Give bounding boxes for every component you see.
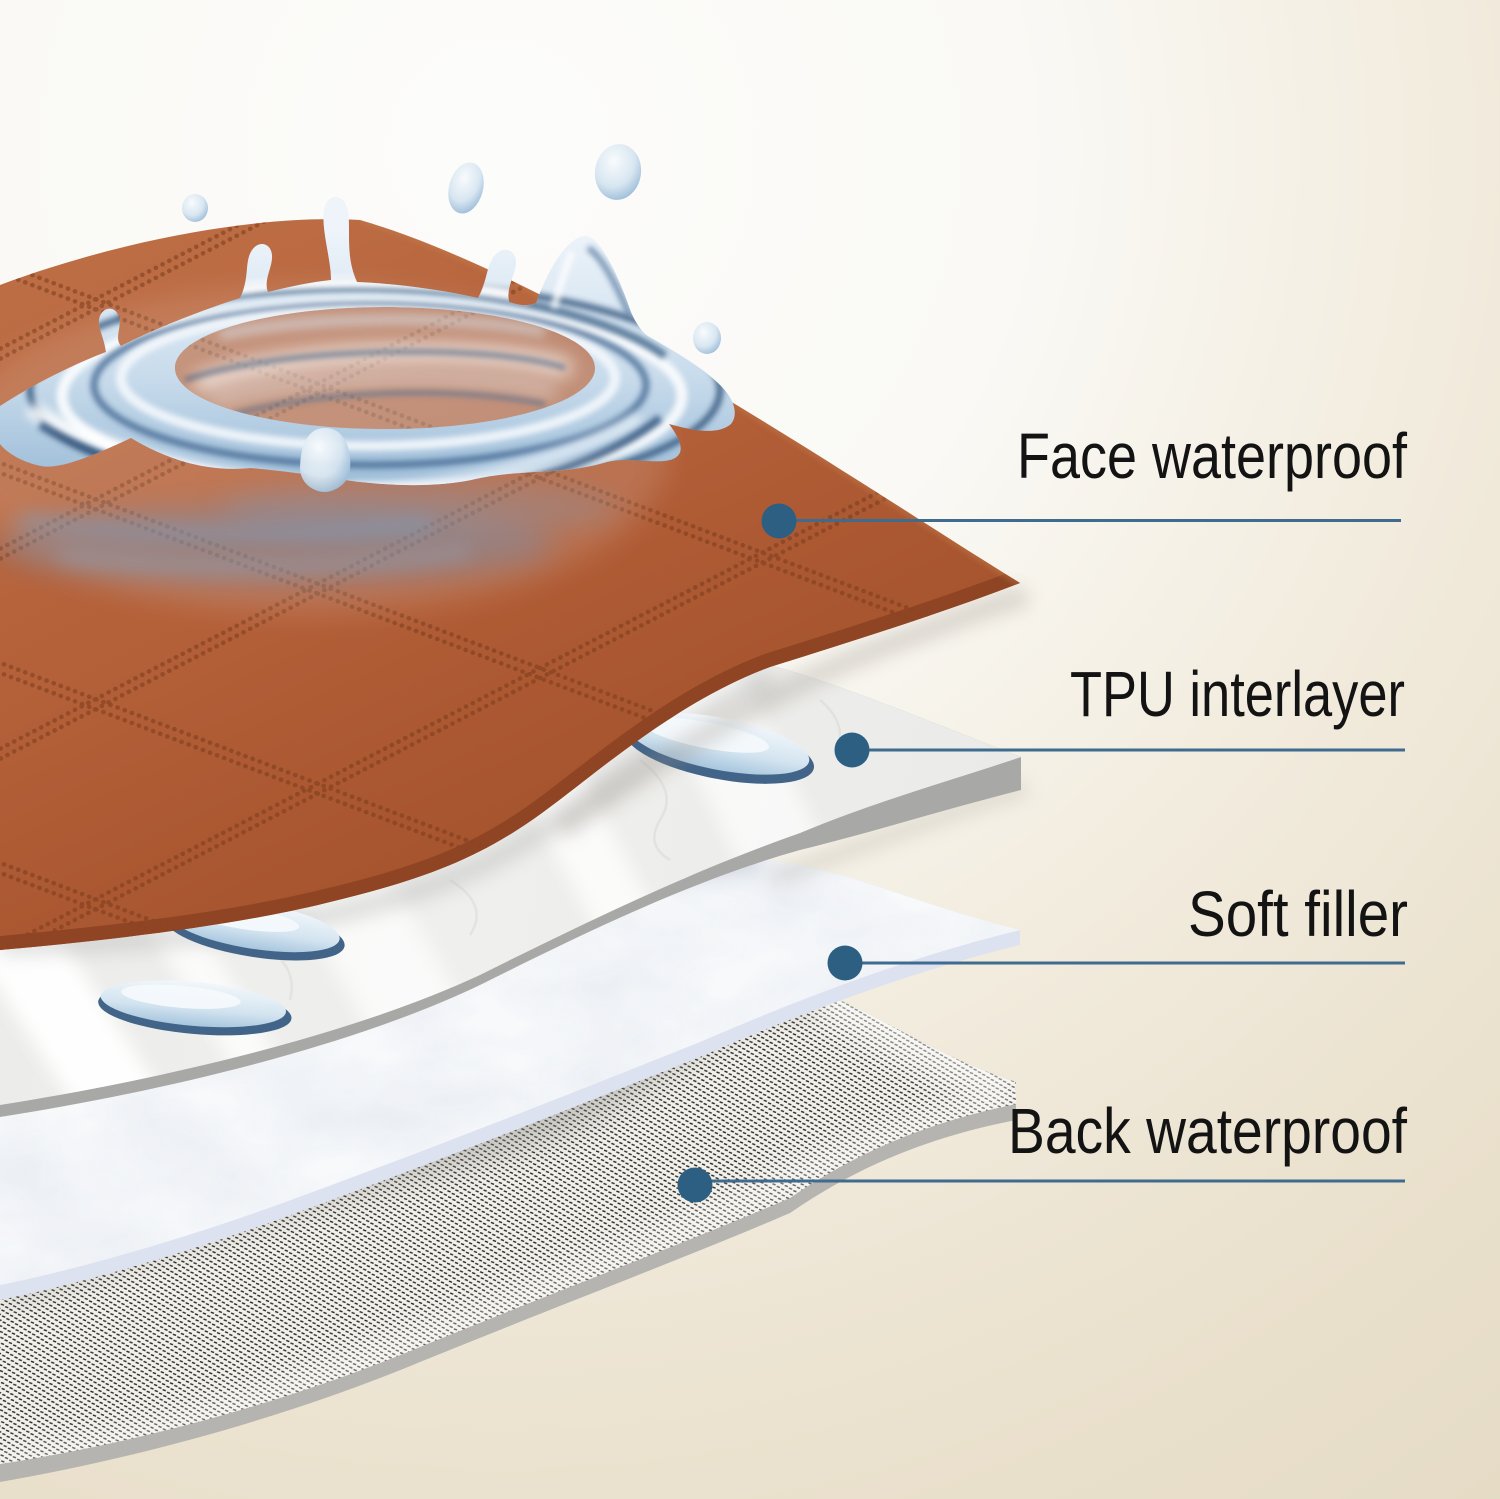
svg-text:Back waterproof: Back waterproof — [1008, 1095, 1407, 1167]
svg-text:TPU interlayer: TPU interlayer — [1070, 658, 1405, 730]
svg-text:Face waterproof: Face waterproof — [1017, 420, 1407, 492]
svg-text:Soft filler: Soft filler — [1188, 878, 1408, 950]
